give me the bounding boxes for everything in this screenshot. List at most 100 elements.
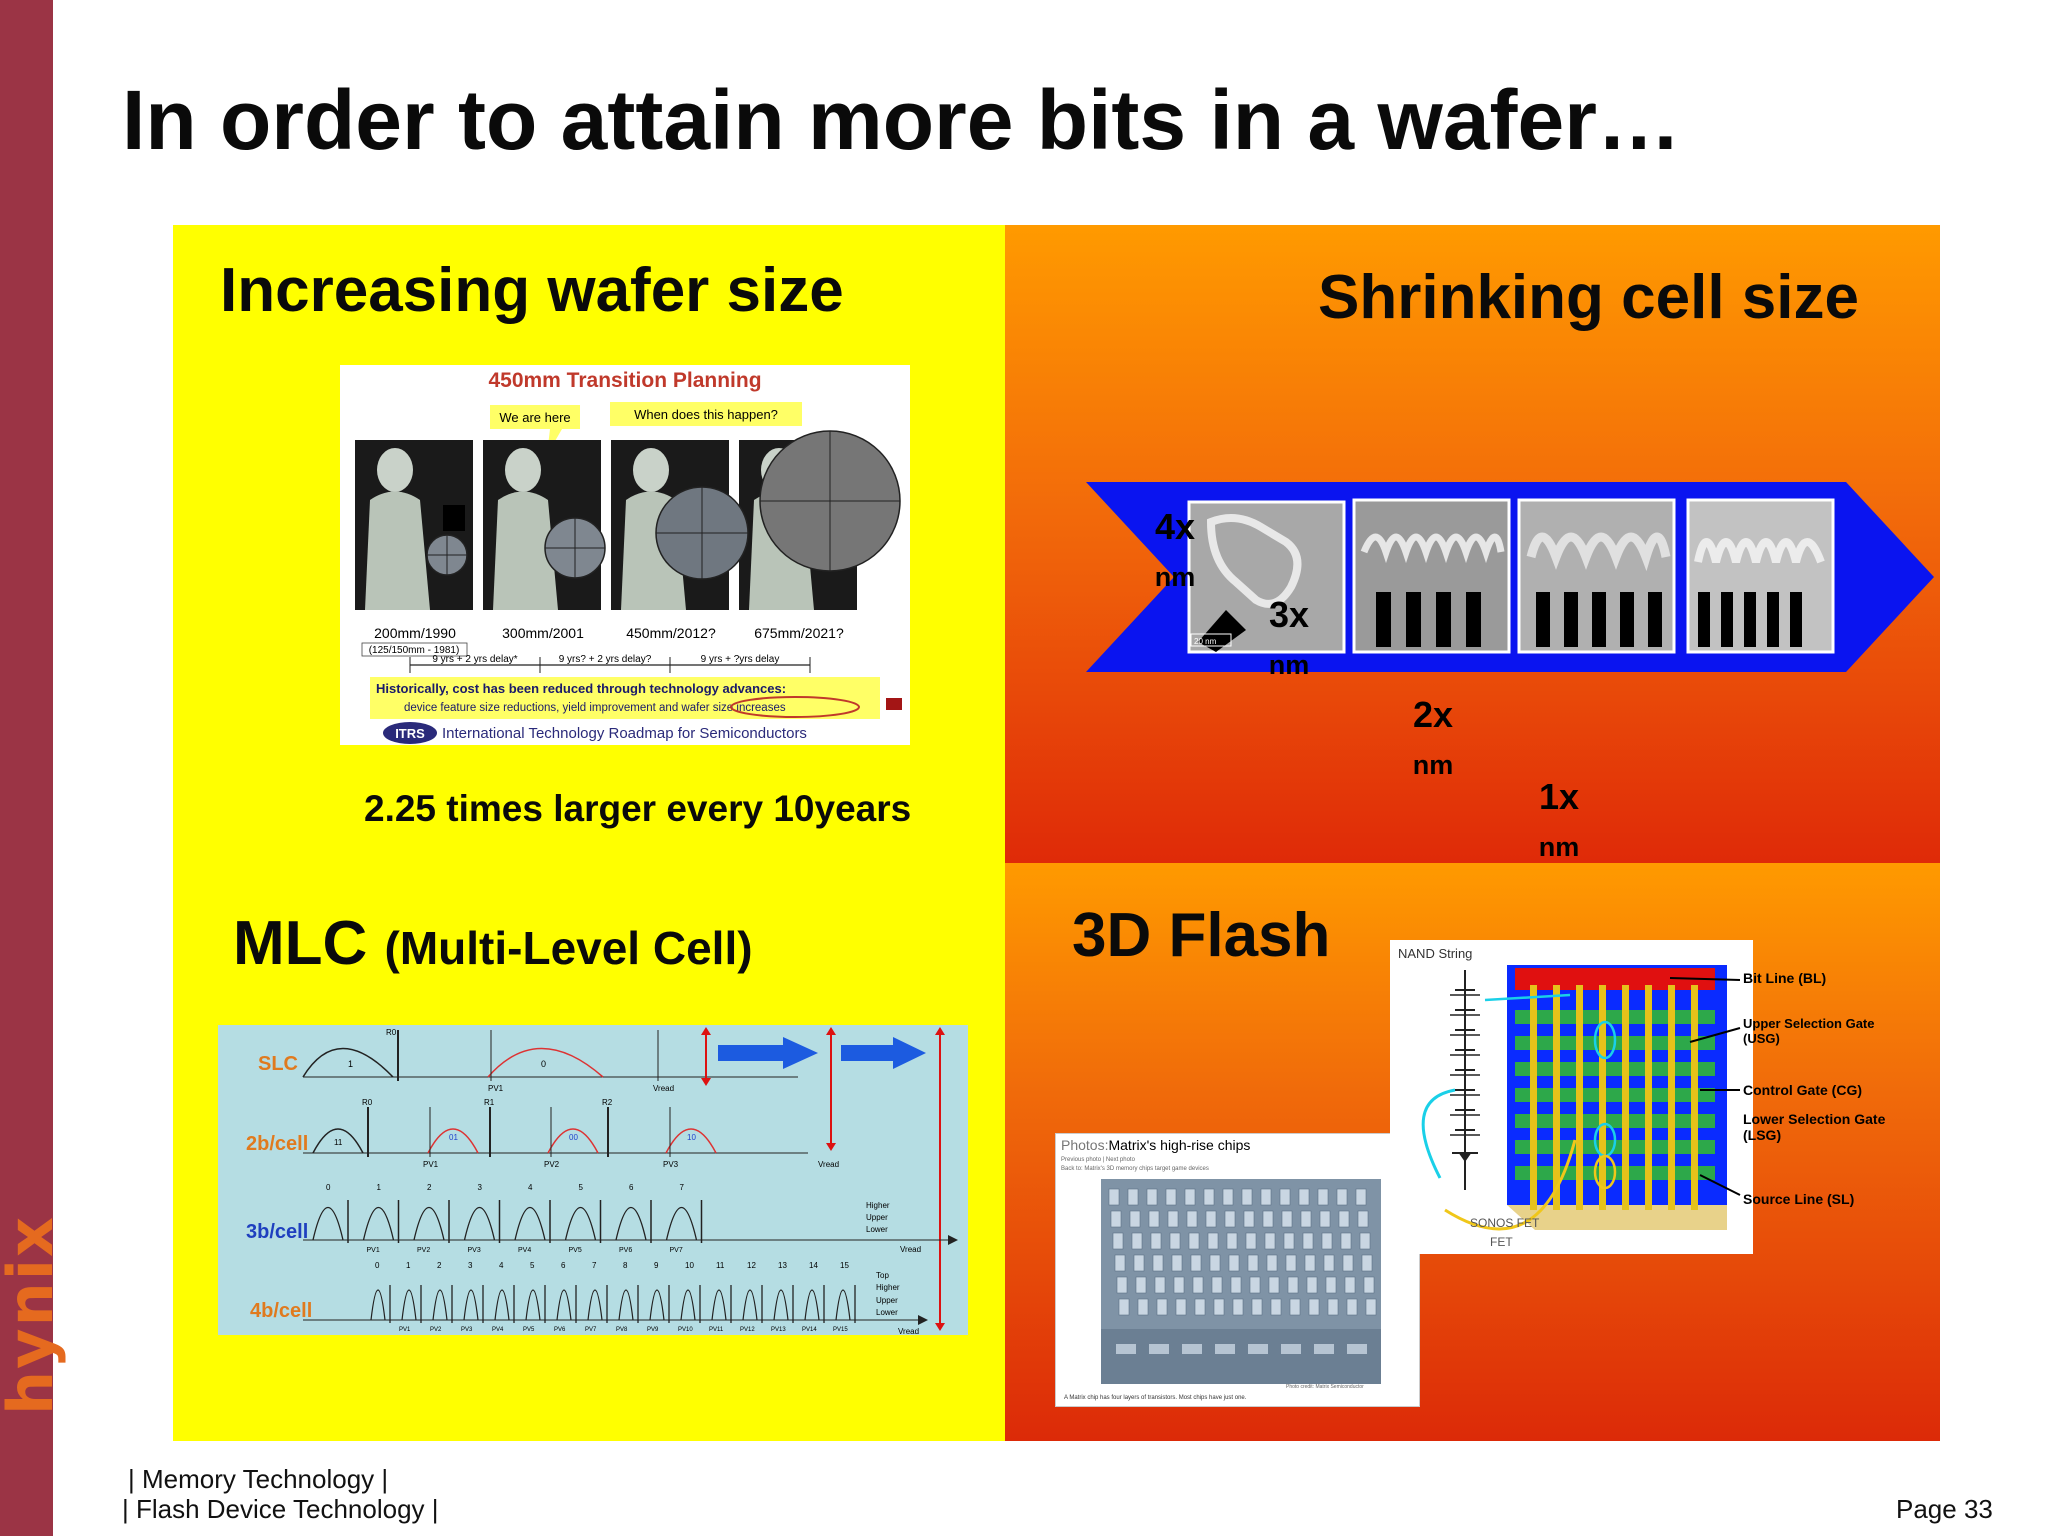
two-bit-r1: R1	[484, 1098, 495, 1107]
sem-pillar	[1146, 1188, 1158, 1206]
sem-contact	[1182, 1344, 1202, 1354]
sem-substrate	[1101, 1329, 1381, 1384]
sem-pillar	[1264, 1232, 1276, 1250]
sem-pillar	[1317, 1188, 1329, 1206]
sem-pillar	[1152, 1254, 1164, 1272]
row-label-4b: 4b/cell	[250, 1300, 312, 1322]
sem-pillar	[1186, 1210, 1198, 1228]
sem-pillar	[1344, 1276, 1356, 1294]
gate-layer	[1515, 1062, 1715, 1076]
itrs-logo: ITRS	[395, 726, 425, 741]
slc-pv1: PV1	[488, 1084, 504, 1093]
sem-pillar	[1127, 1188, 1139, 1206]
four-bit-lobe	[463, 1289, 479, 1321]
sem-pillar	[1171, 1254, 1183, 1272]
sem-pillar	[1268, 1276, 1280, 1294]
sem-pillar	[1135, 1276, 1147, 1294]
slc-state-0: 0	[541, 1059, 546, 1069]
four-bit-pv-label: PV2	[430, 1327, 442, 1333]
wafer-roadmap-graphic: 450mm Transition Planning We are here Wh…	[355, 369, 902, 744]
callout-we-are-here: We are here	[499, 410, 570, 425]
vertical-channel	[1599, 985, 1606, 1210]
three-bit-pv-label: PV1	[367, 1247, 380, 1254]
photo-back-link[interactable]: Back to: Matrix's 3D memory chips target…	[1061, 1166, 1209, 1172]
four-bit-lobe	[711, 1289, 727, 1321]
three-bit-lobe	[564, 1206, 597, 1241]
four-bit-pv-label: PV4	[492, 1327, 504, 1333]
four-bit-pv-label: PV3	[461, 1327, 473, 1333]
sem-pillar	[1175, 1298, 1187, 1316]
four-bit-lobe	[432, 1289, 448, 1321]
sem-pillar	[1192, 1276, 1204, 1294]
four-bit-pv-label: PV1	[399, 1327, 411, 1333]
sem-pillar	[1116, 1276, 1128, 1294]
four-bit-pv-label: PV7	[585, 1327, 597, 1333]
four-bit-lobe	[680, 1289, 696, 1321]
sem-pillar	[1300, 1210, 1312, 1228]
sem-pillar	[1289, 1298, 1301, 1316]
sem-pillar	[1173, 1276, 1185, 1294]
sem-pillar	[1357, 1210, 1369, 1228]
photo-header-title: Matrix's high-rise chips	[1108, 1137, 1251, 1153]
sem-pillar	[1112, 1232, 1124, 1250]
two-bit-pv3: PV3	[663, 1160, 679, 1169]
sem-pillar	[1323, 1254, 1335, 1272]
three-bit-state-label: 3	[478, 1183, 483, 1192]
slc-r0: R0	[386, 1028, 397, 1037]
sem-pillar	[1283, 1232, 1295, 1250]
sem-pillar	[1167, 1210, 1179, 1228]
hynix-logo: hynix	[0, 1215, 67, 1415]
four-bit-state-label: 1	[406, 1261, 411, 1270]
row-label-2b: 2b/cell	[246, 1133, 308, 1155]
four-bit-state-label: 10	[685, 1261, 694, 1270]
three-bit-pv-label: PV5	[569, 1247, 582, 1254]
three-bit-state-label: 5	[579, 1183, 584, 1192]
four-bit-page-top: Top	[876, 1271, 889, 1280]
cell-heading: Shrinking cell size	[1318, 263, 1859, 332]
scale-bar-label: 20 nm	[1194, 637, 1217, 646]
node-3x-unit: nm	[1268, 650, 1310, 680]
photo-nav[interactable]: Previous photo | Next photo	[1061, 1157, 1135, 1163]
three-bit-lobe	[514, 1206, 546, 1241]
nand-string-label: NAND String	[1398, 946, 1472, 961]
sem-pillar	[1249, 1276, 1261, 1294]
four-bit-state-label: 6	[561, 1261, 566, 1270]
year-675mm: 675mm/2021?	[754, 625, 844, 641]
sem-pillar	[1118, 1298, 1130, 1316]
sem-pillar	[1306, 1276, 1318, 1294]
gate-layer	[1515, 1088, 1715, 1102]
three-bit-state-label: 7	[680, 1183, 685, 1192]
cell-shrink-arrow: 20 nm	[1086, 482, 1934, 672]
sem-pillar	[1184, 1188, 1196, 1206]
sem-pillar	[1304, 1254, 1316, 1272]
sem-pillar	[1365, 1298, 1377, 1316]
four-bit-lobe	[525, 1289, 541, 1321]
sem-pillar	[1321, 1232, 1333, 1250]
roadmap-title: 450mm Transition Planning	[488, 369, 761, 392]
two-bit-r0: R0	[362, 1098, 373, 1107]
tem-image-3x	[1352, 498, 1511, 654]
label-usg: Upper Selection Gate (USG)	[1743, 1016, 1875, 1046]
four-bit-state-label: 8	[623, 1261, 628, 1270]
sem-pillar	[1150, 1232, 1162, 1250]
mlc-heading-sub: (Multi-Level Cell)	[384, 922, 753, 974]
sem-pillar	[1260, 1188, 1272, 1206]
sem-pillar	[1346, 1298, 1358, 1316]
nand-3d-diagram: NAND String SONOS FET FET	[1390, 940, 1753, 1254]
tem-image-4x: 20 nm	[1187, 500, 1346, 654]
four-bit-pv-label: PV8	[616, 1327, 628, 1333]
flash3d-heading: 3D Flash	[1072, 901, 1331, 970]
four-bit-state-label: 9	[654, 1261, 659, 1270]
two-bit-pv1: PV1	[423, 1160, 439, 1169]
three-bit-lobe	[312, 1206, 344, 1241]
sem-pillar	[1245, 1232, 1257, 1250]
node-3x-label: 3x nm	[1261, 590, 1317, 690]
photo-header: Photos:Matrix's high-rise chips	[1056, 1134, 1419, 1156]
four-bit-lobe	[773, 1289, 789, 1321]
vertical-channel	[1622, 985, 1629, 1210]
footer-line-2: | Flash Device Technology |	[122, 1494, 439, 1524]
sem-contact	[1149, 1344, 1169, 1354]
four-bit-lobe	[556, 1289, 572, 1321]
label-sl: Source Line (SL)	[1743, 1191, 1855, 1207]
